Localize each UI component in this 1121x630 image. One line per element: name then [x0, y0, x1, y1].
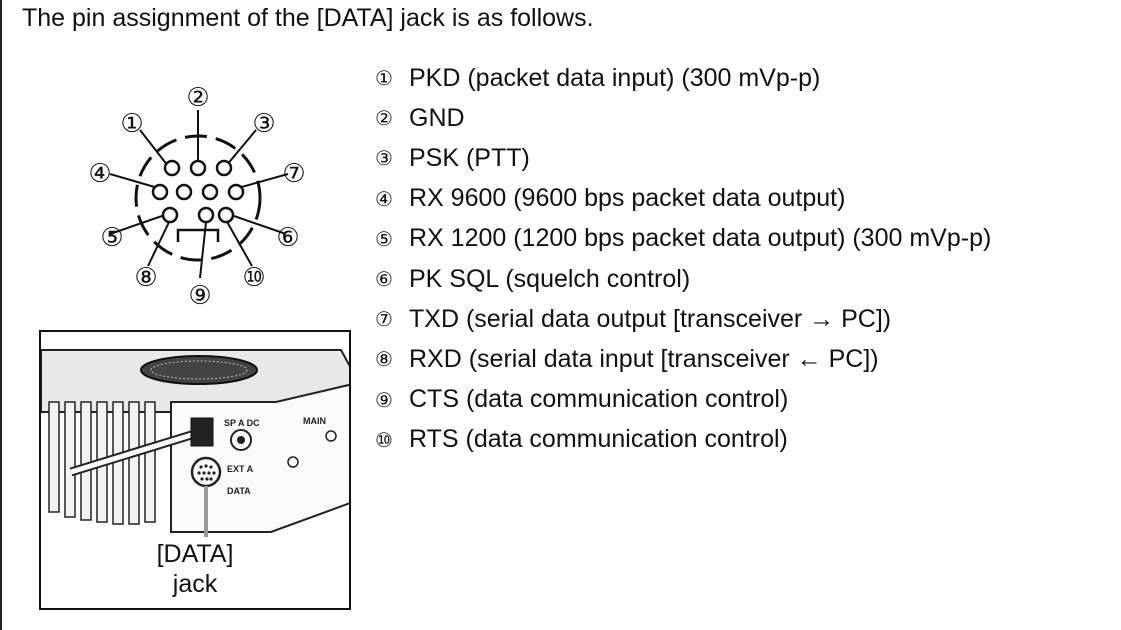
list-item: ⑦ TXD (serial data output [transceiver → … — [375, 299, 991, 339]
cable-plug — [190, 417, 214, 447]
pin-number: ① — [375, 66, 393, 91]
jack-label-line2: jack — [172, 570, 218, 598]
list-item: ⑧ RXD (serial data input [transceiver ← P… — [375, 339, 991, 379]
pin-label-9: ⑨ — [188, 281, 211, 311]
page-heading: The pin assignment of the [DATA] jack is… — [22, 4, 594, 32]
pin-label-5: ⑤ — [100, 223, 123, 253]
pin-number: ⑦ — [375, 307, 393, 332]
pin-number: ⑨ — [375, 387, 393, 412]
pin-description: GND — [409, 103, 465, 132]
pin-description: RTS (data communication control) — [409, 425, 788, 454]
list-item: ⑤ RX 1200 (1200 bps packet data output) (… — [375, 219, 991, 259]
pin-description: PK SQL (squelch control) — [409, 264, 691, 293]
list-item: ③ PSK (PTT) — [375, 138, 991, 178]
pin-description: TXD (serial data output [transceiver → P… — [409, 304, 892, 333]
list-item: ⑨ CTS (data communication control) — [375, 380, 991, 420]
pin-label-1: ① — [120, 109, 143, 139]
panel-label-sp: SP A DC — [224, 418, 260, 428]
pin-description: RX 1200 (1200 bps packet data output) (3… — [409, 224, 992, 253]
jack-label-line1: [DATA] — [156, 540, 234, 568]
pin-description: PSK (PTT) — [409, 143, 530, 172]
pin-number: ⑩ — [375, 427, 393, 452]
pin-description: CTS (data communication control) — [409, 385, 789, 414]
list-item: ⑩ RTS (data communication control) — [375, 420, 991, 460]
transceiver-rear-illustration: SP A DC EXT A DATA MAIN [DATA] jack — [39, 330, 351, 610]
pin-label-8: ⑧ — [134, 263, 157, 293]
pin-number: ⑥ — [375, 267, 393, 292]
list-item: ① PKD (packet data input) (300 mVp-p) — [375, 58, 991, 98]
pin-description: RXD (serial data input [transceiver ← PC… — [409, 344, 879, 373]
pin-label-3: ③ — [252, 109, 275, 139]
pin-description: PKD (packet data input) (300 mVp-p) — [409, 63, 821, 92]
pin-number: ④ — [375, 186, 393, 211]
pin-number: ⑧ — [375, 347, 393, 372]
pin-label-10: ⑩ — [242, 263, 265, 293]
list-item: ② GND — [375, 98, 991, 138]
pin-label-4: ④ — [88, 159, 111, 189]
pin-label-2: ② — [186, 83, 209, 113]
list-item: ⑥ PK SQL (squelch control) — [375, 259, 991, 299]
pin-number: ③ — [375, 146, 393, 171]
panel-label-data: DATA — [227, 486, 251, 496]
list-item: ④ RX 9600 (9600 bps packet data output) — [375, 179, 991, 219]
page-margin-rule — [0, 0, 2, 630]
connector-key — [176, 228, 220, 242]
pin-number: ⑤ — [375, 226, 393, 251]
pin-assignment-list: ① PKD (packet data input) (300 mVp-p) ② GN… — [375, 58, 991, 460]
pin-number: ② — [375, 106, 393, 131]
speaker-grille — [140, 355, 258, 385]
pin-description: RX 9600 (9600 bps packet data output) — [409, 184, 846, 213]
panel-label-ext: EXT A — [227, 464, 254, 474]
pin-label-7: ⑦ — [282, 159, 305, 189]
data-jack — [190, 456, 222, 488]
connector-pin-diagram: ① ② ③ ④ ⑤ ⑥ ⑦ ⑧ ⑨ ⑩ — [88, 83, 305, 311]
pin-label-6: ⑥ — [276, 223, 299, 253]
panel-label-side: MAIN — [303, 416, 326, 426]
